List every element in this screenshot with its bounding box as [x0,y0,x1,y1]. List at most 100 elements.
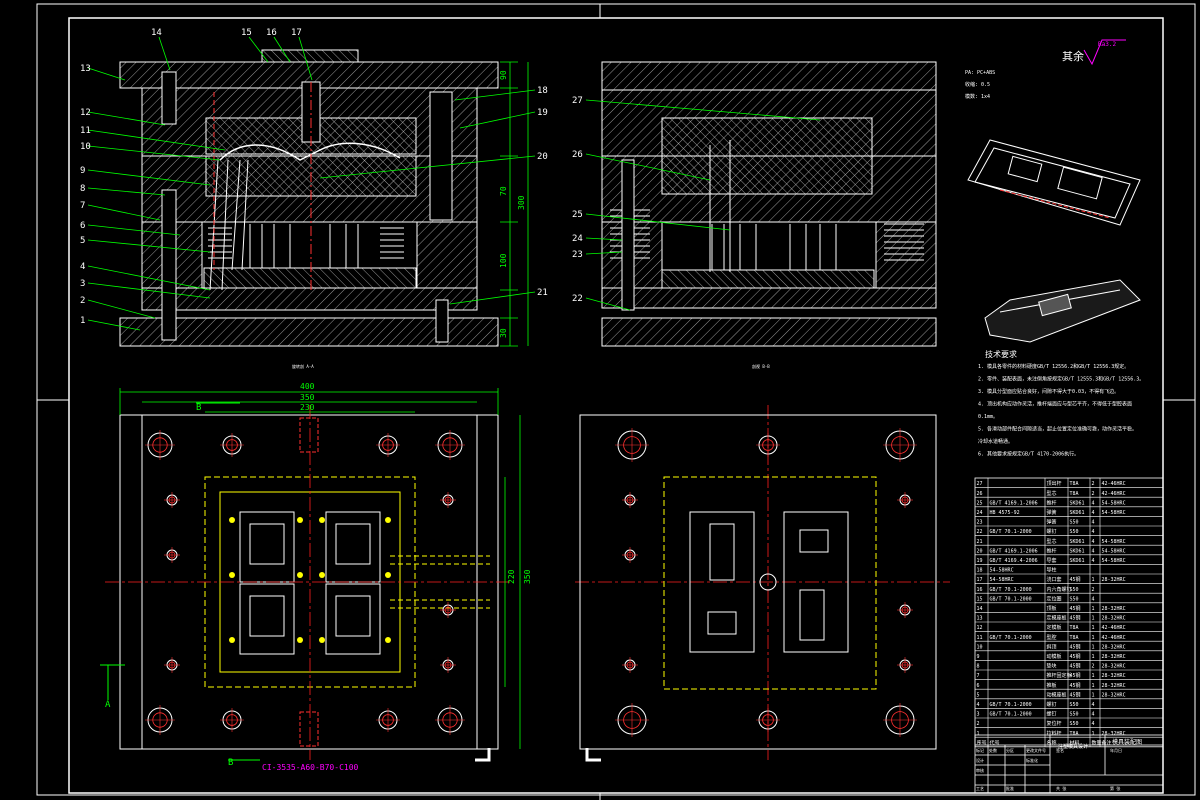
bom-cell: 8 [977,664,980,670]
bom-cell: 4 [1092,520,1095,526]
bolt-hole [145,430,175,460]
bom-cell: 推杆固定板 [1047,672,1072,679]
bom-cell: 22 [977,529,983,535]
front-section-view [119,49,499,347]
marker-b-top: B [196,403,201,413]
bom-cell: 54-58HRC [1102,558,1126,564]
bom-cell: 4 [1092,510,1095,516]
tech-note: 2. 零件、装配表面，未注倒角按规定GB/T 12555.3和GB/T 1255… [978,376,1144,383]
bom-cell: T8A [1070,635,1079,641]
bom-cell: 导柱 [1047,567,1057,574]
note-line3: 模数: 1x4 [965,93,990,100]
bolt-hole [220,433,244,457]
title-block-cell: 分区 [1006,747,1014,753]
bom-cell: 1 [1092,577,1095,583]
surface-label: 其余 [1062,49,1084,63]
bom-cell: 垫块 [1047,663,1057,670]
bom-cell: GB/T 70.1-2000 [990,635,1032,641]
bom-cell: 型芯 [1047,490,1057,497]
bom-cell: SKD61 [1070,510,1085,516]
bom-cell: GB/T 70.1-2000 [990,596,1032,602]
bom-cell: 23 [977,520,983,526]
bom-header: 序号代号名称材料数量备注 [977,739,1112,746]
part-label-12: 12 [80,108,91,118]
title-block-cell: 第 张 [1110,785,1120,791]
bom-cell: 螺钉 [1047,701,1057,708]
bom-cell: SKD61 [1070,500,1085,506]
bom-cell: 4 [1092,548,1095,554]
bom-header-cell: 名称 [1047,739,1057,746]
part-label-9: 9 [80,166,85,176]
bom-cell: 45钢 [1070,672,1081,679]
title-block-sub: 注塑模具设计 [1058,743,1088,750]
bom-cell: GB/T 4169.1-2006 [990,548,1038,554]
bom-cell: 推板 [1047,682,1057,689]
title-block-cell: 更改文件号 [1026,747,1046,753]
bom-cell: 24 [977,510,983,516]
bom-header-cell: 序号 [977,739,987,746]
title-block-cell: 设计 [976,757,984,763]
bolt-hole [622,547,638,563]
bom-cell: 16 [977,587,983,593]
bolt-hole [615,703,649,737]
bom-cell: 4 [1092,558,1095,564]
plan-right-holes [615,428,917,737]
bom-cell: 型腔 [1047,634,1057,641]
bom-cell: 型芯 [1047,538,1057,545]
bom-cell: 28-32HRC [1102,664,1126,670]
bom-cell: 定模板 [1047,624,1062,631]
bom-cell: 定模座板 [1047,615,1067,622]
bolt-hole [435,430,465,460]
dim-sec-h4: 100 [499,253,508,268]
bom-cell: 2 [977,721,980,727]
dim-plan-width3: 230 [300,403,315,412]
bom-cell: 螺钉 [1047,528,1057,535]
bom-cell: 54-58HRC [1102,548,1126,554]
bom-cell: 27 [977,481,983,487]
bom-cell: 28-32HRC [1102,731,1126,737]
part-label-6: 6 [80,221,85,231]
title-block-cell: 共 张 [1056,785,1066,791]
bom-cell: 6 [977,683,980,689]
bom-cell: 17 [977,577,983,583]
part-3d-view-bottom [984,279,1141,343]
title-block-title: 模具装配图 [1112,738,1142,746]
bom-cell: 导套 [1047,557,1057,564]
caption-right-view: 剖视 B-B [752,363,770,369]
bom-cell: 复位杆 [1047,720,1062,727]
dim-plan-height: 350 [523,569,532,584]
bom-cell: 45钢 [1070,663,1081,670]
bolt-hole [440,492,456,508]
bom-cell: 45钢 [1070,682,1081,689]
tech-note: 冷却水道畅通。 [978,438,1013,445]
bom-cell: 11 [977,635,983,641]
bom-cell: 2 [1092,664,1095,670]
bom-cell: 1 [1092,625,1095,631]
bom-cell: 1 [1092,654,1095,660]
bom-cell: 4 [1092,529,1095,535]
bom-cell: 4 [1092,500,1095,506]
bolt-hole [883,428,917,462]
bolt-hole [164,547,180,563]
part-label-16: 16 [266,28,277,38]
plan-view-right [579,414,937,750]
surface-value: Ra3.2 [1098,41,1116,48]
tech-note: 3. 模具分型面应贴合良好，间隙不得大于0.03，不得有飞边。 [978,388,1119,395]
part-label-5: 5 [80,236,85,246]
bolt-hole [756,433,780,457]
bom-cell: 4 [1092,712,1095,718]
bom-cell: 1 [1092,692,1095,698]
part-label-21: 21 [537,288,548,298]
bom-cell: 2 [1092,587,1095,593]
bom-cell: 动模板 [1047,653,1062,660]
part-label-8: 8 [80,184,85,194]
